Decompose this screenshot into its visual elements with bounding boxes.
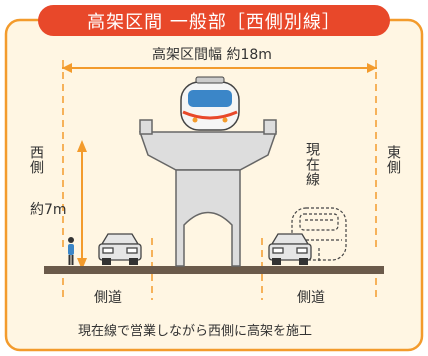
height-label: 約7m bbox=[30, 202, 67, 218]
ground-line bbox=[44, 266, 384, 274]
current-line-label: 現在線 bbox=[304, 142, 320, 187]
car-right bbox=[268, 233, 312, 265]
west-label: 西側 bbox=[28, 145, 44, 175]
caption: 現在線で営業しながら西側に高架を施工 bbox=[78, 324, 313, 339]
viaduct-parapet-left bbox=[139, 119, 153, 135]
side-road-right-label: 側道 bbox=[297, 290, 325, 306]
span-width-label: 高架区間幅 約18m bbox=[152, 47, 272, 63]
train-on-viaduct bbox=[180, 76, 240, 131]
east-label: 東側 bbox=[385, 145, 401, 175]
viaduct-parapet-right bbox=[263, 119, 277, 135]
pedestrian-figure bbox=[68, 237, 74, 265]
viaduct-pier bbox=[175, 169, 241, 267]
side-road-left-label: 側道 bbox=[94, 290, 122, 306]
viaduct-structure bbox=[138, 119, 278, 267]
title-banner: 高架区間 一般部［西側別線］ bbox=[38, 5, 390, 36]
width-dimension-arrow bbox=[62, 63, 377, 73]
car-left bbox=[98, 233, 142, 265]
height-arrow bbox=[77, 140, 87, 270]
